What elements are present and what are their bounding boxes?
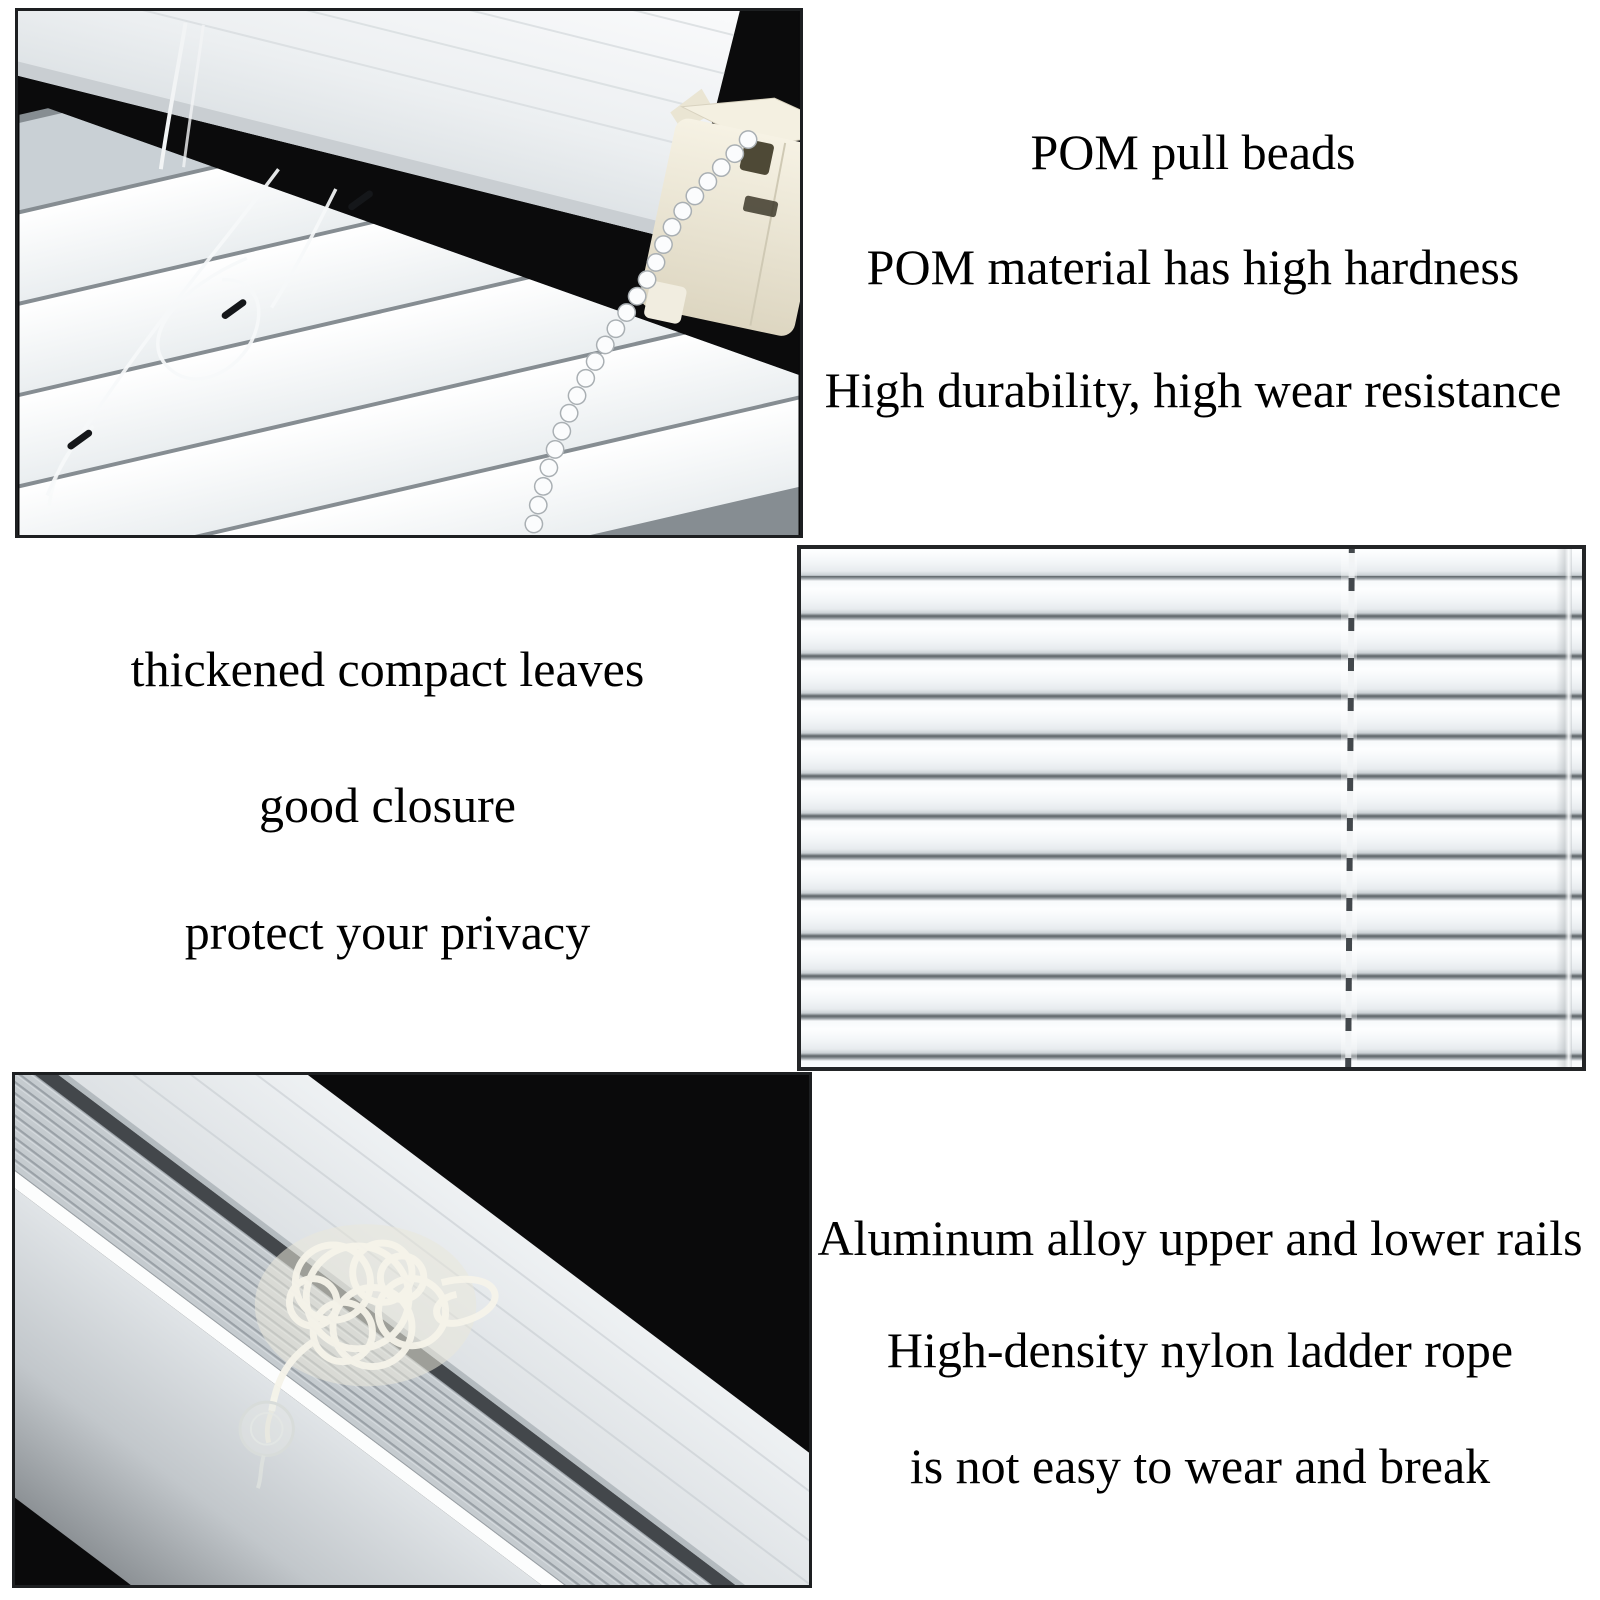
caption-line: thickened compact leaves: [130, 641, 645, 697]
photo-closed-slats: [797, 545, 1586, 1071]
aluminum-rail-illustration: [15, 1075, 809, 1585]
caption-line: good closure: [259, 777, 516, 833]
caption-line: POM material has high hardness: [866, 239, 1520, 295]
caption-top-right: POM pull beads POM material has high har…: [790, 120, 1596, 422]
nylon-rope-tangle: [254, 1224, 499, 1444]
photo-pom-bead-chain: [15, 8, 803, 538]
blind-headrail-illustration: [18, 11, 800, 535]
caption-line: POM pull beads: [1030, 124, 1356, 180]
aluminum-rail: [15, 1075, 809, 1585]
caption-line: Aluminum alloy upper and lower rails: [817, 1210, 1583, 1266]
caption-bottom-right: Aluminum alloy upper and lower rails Hig…: [800, 1206, 1600, 1498]
pom-bead-chain: [522, 130, 758, 535]
caption-line: High durability, high wear resistance: [824, 362, 1562, 418]
headrail: [18, 11, 749, 242]
cord-disc: [238, 1400, 295, 1489]
caption-middle-left: thickened compact leaves good closure pr…: [0, 637, 775, 964]
caption-line: is not easy to wear and break: [909, 1438, 1491, 1494]
photo-aluminum-rail-rope: [12, 1072, 812, 1588]
caption-line: protect your privacy: [184, 904, 591, 960]
hanger-rods: [158, 22, 205, 170]
blind-right-edge-highlight: [1556, 549, 1572, 1067]
caption-line: High-density nylon ladder rope: [886, 1322, 1514, 1378]
chain-control-box: [639, 88, 800, 336]
